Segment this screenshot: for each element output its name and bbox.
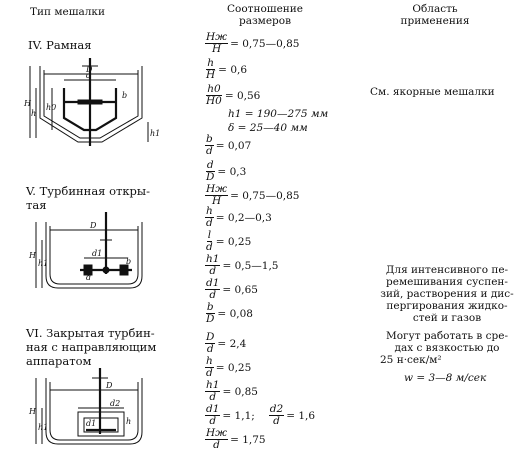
open-turbine-diagram: D d1 H h1 d b xyxy=(28,212,143,289)
diagram-label-H: H xyxy=(23,99,32,108)
section-vi-title-line1: VI. Закрытая турбин- xyxy=(26,326,155,340)
section-vi-title-line3: аппаратом xyxy=(26,354,92,368)
diagram-vi-label-D: D xyxy=(105,381,113,390)
frame-agitator-diagram: d D H h h0 h1 b xyxy=(23,58,160,146)
section-v-title-line1: V. Турбинная откры- xyxy=(26,184,150,198)
diagram-v-label-D: D xyxy=(89,221,97,230)
application-v-speed: w = 3—8 м/сек xyxy=(404,372,487,384)
header-application-line2: применения xyxy=(400,15,470,27)
section-iv-title: IV. Рамная xyxy=(28,38,92,52)
diagram-label-h1: h1 xyxy=(150,129,160,138)
diagram-v-label-H: H xyxy=(28,251,37,260)
application-v-viscosity-line3: 25 н·сек/м² xyxy=(380,354,442,366)
diagram-vi-label-H: H xyxy=(28,407,37,416)
section-v-title-line2: тая xyxy=(26,198,47,212)
diagram-vi-label-h: h xyxy=(126,417,131,426)
diagram-v-label-h1: h1 xyxy=(38,259,48,268)
application-v-line3: зий, растворения и дис- xyxy=(380,288,514,300)
diagram-vi-label-d1: d1 xyxy=(86,419,96,428)
diagram-label-h: h xyxy=(31,109,36,118)
ratio-iv-5: δ = 25—40 мм xyxy=(228,122,308,134)
header-size-ratio: Соотношение размеров xyxy=(210,3,320,27)
application-v-line5: стей и газов xyxy=(412,312,482,324)
header-size-ratio-line1: Соотношение xyxy=(227,3,303,15)
application-v-line2: ремешивания суспен- xyxy=(386,276,508,288)
diagram-v-label-d1: d1 xyxy=(92,249,102,258)
application-v: Для интенсивного пе- ремешивания суспен-… xyxy=(372,264,522,324)
header-size-ratio-line2: размеров xyxy=(238,15,292,27)
diagram-vi-label-h1: h1 xyxy=(38,423,48,432)
diagram-v-label-b: b xyxy=(126,257,131,266)
closed-turbine-diagram: D d2 d1 H h1 h xyxy=(28,368,143,445)
diagram-label-b: b xyxy=(122,91,127,100)
diagram-label-h0: h0 xyxy=(46,103,56,112)
section-vi-title-line2: ная с направляющим xyxy=(26,340,157,354)
application-v-viscosity: Могут работать в сре- дах с вязкостью до… xyxy=(372,330,522,366)
header-application-line1: Область xyxy=(412,3,458,15)
application-v-viscosity-line2: дах с вязкостью до xyxy=(394,342,500,354)
ratio-iv-4: h1 = 190—275 мм xyxy=(228,108,329,120)
application-v-line4: пергирования жидко- xyxy=(386,300,508,312)
diagram-label-D: D xyxy=(85,65,93,74)
application-iv: См. якорные мешалки xyxy=(370,86,495,98)
header-agitator-type: Тип мешалки xyxy=(30,6,105,18)
application-v-viscosity-line1: Могут работать в сре- xyxy=(385,330,509,342)
header-application: Область применения xyxy=(380,3,490,27)
application-v-line1: Для интенсивного пе- xyxy=(385,264,509,276)
diagram-v-label-d: d xyxy=(86,273,91,282)
diagram-label-d: d xyxy=(86,71,91,80)
diagram-vi-label-d2: d2 xyxy=(110,399,120,408)
